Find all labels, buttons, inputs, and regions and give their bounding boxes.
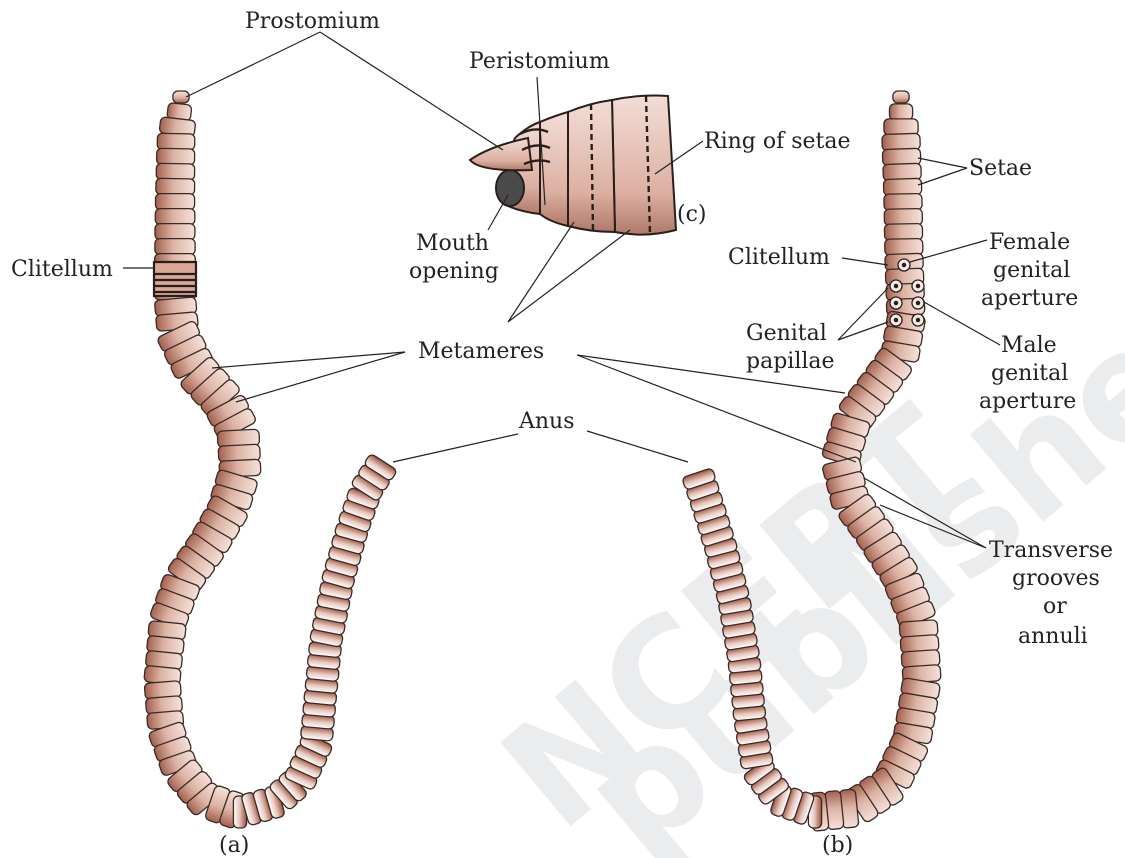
body-segment [893, 91, 909, 103]
label-clitellum-b: Clitellum [728, 245, 830, 270]
label-male-3: aperture [979, 389, 1076, 414]
body-segment [156, 163, 195, 180]
label-female-1: Female [989, 230, 1070, 255]
body-segment [156, 194, 195, 210]
label-anus: Anus [518, 409, 575, 434]
label-mouth-opening-1: Mouth [416, 231, 489, 256]
mouth-opening-shape [496, 170, 524, 206]
label-panel-a: (a) [219, 833, 249, 858]
label-setae: Setae [969, 156, 1032, 181]
label-female-2: genital [993, 258, 1070, 283]
label-transverse-1: Transverse [989, 538, 1113, 563]
label-transverse-2: grooves [1012, 566, 1100, 591]
body-segment [884, 224, 922, 241]
label-papillae-1: Genital [746, 321, 827, 346]
label-clitellum-a: Clitellum [11, 257, 113, 282]
label-transverse-3: or [1043, 594, 1067, 619]
label-prostomium: Prostomium [245, 9, 380, 34]
body-segment [884, 119, 918, 135]
worm-a-ventral-tail [233, 453, 397, 828]
label-peristomium: Peristomium [469, 49, 610, 74]
ring-segment [612, 96, 676, 235]
label-female-3: aperture [981, 286, 1078, 311]
label-metameres: Metameres [418, 339, 544, 364]
body-segment [157, 133, 195, 150]
prostomium-lobe [470, 138, 532, 170]
label-panel-b: (b) [822, 833, 853, 858]
body-segment [156, 178, 195, 195]
body-segment [884, 194, 922, 211]
label-ring-of-setae: Ring of setae [704, 129, 851, 154]
worm-dorsal-view-a [144, 91, 261, 829]
body-segment [155, 224, 195, 240]
body-segment [155, 239, 195, 255]
body-segment [884, 209, 922, 226]
clitellum-rings [154, 262, 196, 296]
body-segment [155, 209, 195, 225]
label-male-2: genital [991, 361, 1068, 386]
label-mouth-opening-2: opening [409, 259, 499, 284]
body-segment [890, 104, 913, 120]
label-male-1: Male [1001, 333, 1057, 358]
label-papillae-2: papillae [746, 349, 835, 374]
ring-segment [540, 112, 568, 226]
head-detail-c [470, 96, 676, 235]
label-transverse-4: annuli [1018, 624, 1088, 649]
body-segment [157, 148, 195, 165]
label-panel-c: (c) [677, 202, 707, 227]
